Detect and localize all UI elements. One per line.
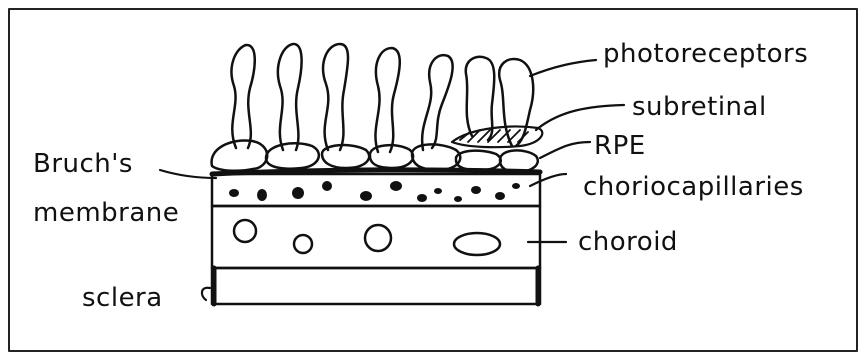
label-bruch-line2: membrane [33, 200, 179, 226]
label-choriocapillaries: choriocapillaries [583, 174, 804, 200]
label-rpe: RPE [594, 133, 646, 159]
label-sclera: sclera [82, 285, 163, 311]
choriocapillaries-leader [530, 174, 566, 186]
rpe-cells [212, 140, 538, 172]
label-subretinal: subretinal [632, 94, 767, 120]
leader-lines [160, 60, 624, 300]
photoreceptors [232, 44, 534, 152]
subretinal-deposit [452, 127, 542, 148]
choroid-layer [212, 206, 540, 268]
label-choroid: choroid [578, 229, 678, 255]
choriocapillaries-layer [212, 174, 540, 206]
subretinal-leader [536, 105, 624, 130]
label-bruch-line1: Bruch's [33, 151, 133, 177]
sclera-layer [212, 268, 540, 304]
sclera-leader [202, 288, 210, 300]
label-photoreceptors: photoreceptors [603, 41, 808, 67]
rpe-leader [540, 142, 590, 158]
bruch-leader [160, 170, 216, 178]
photoreceptors-leader [530, 60, 596, 76]
